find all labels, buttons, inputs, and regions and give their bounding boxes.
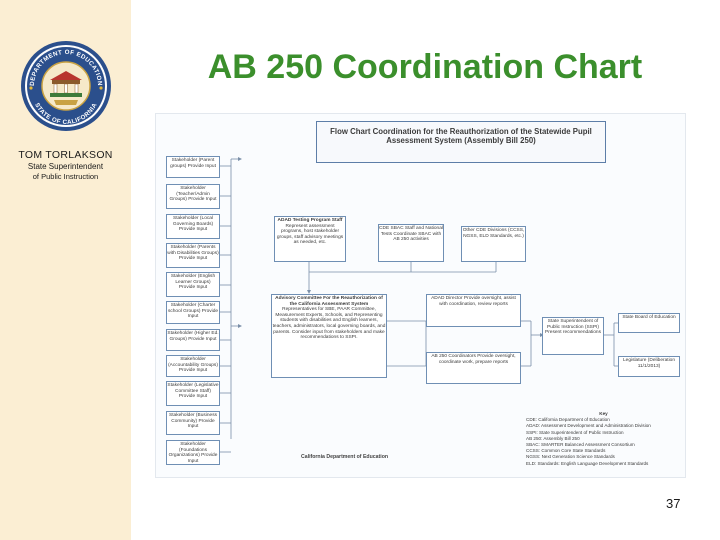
stakeholder-box: Stakeholder (Higher Ed. Groups) Provide … xyxy=(166,329,220,351)
stakeholder-box: Stakeholder (English Learner Groups) Pro… xyxy=(166,272,220,297)
sspi-box: State Superintendent of Public Instructi… xyxy=(542,317,604,355)
key-legend: Key CDE: California Department of Educat… xyxy=(526,411,681,473)
stakeholder-box: Stakeholder (Parent groups) Provide Inpu… xyxy=(166,156,220,178)
key-title: Key xyxy=(599,411,608,416)
superintendent-title: State Superintendent xyxy=(27,162,104,171)
stakeholder-box: Stakeholder (Charter school Groups) Prov… xyxy=(166,301,220,324)
connector-lines xyxy=(220,157,618,453)
cde-footer-label: California Department of Education xyxy=(301,454,389,460)
key-line: ELD: Standards: English Language Develop… xyxy=(526,460,649,466)
key-line: NGSS: Next Generation Science Standards xyxy=(526,454,615,460)
advisory-body: Representatives for SBE, PAAR Committee,… xyxy=(272,307,386,341)
advisory-title: Advisory Committee For the Reauthorizati… xyxy=(275,296,383,307)
stakeholder-box: Stakeholder (Accountability Groups) Prov… xyxy=(166,355,220,377)
department-seal-icon: DEPARTMENT OF EDUCATION STATE OF CALIFOR… xyxy=(21,41,111,131)
key-line: SSPI: State Superintendent of Public Ins… xyxy=(526,429,624,435)
stakeholder-box: Stakeholder (Business Community) Provide… xyxy=(166,411,220,435)
key-line: CCSS: Common Core State Standards xyxy=(526,448,606,454)
slide-title: AB 250 Coordination Chart xyxy=(207,48,643,86)
advisory-committee-box: Advisory Committee For the Reauthorizati… xyxy=(271,294,387,378)
key-line: ADAD: Assessment Development and Adminis… xyxy=(526,423,651,429)
key-line: SBAC: SMARTER Balanced Assessment Consor… xyxy=(526,442,635,448)
superintendent-dept: of Public Instruction xyxy=(32,172,99,181)
flowchart-header: Flow Chart Coordination for the Reauthor… xyxy=(316,121,606,163)
stakeholder-box: Stakeholder (Local Governing Boards) Pro… xyxy=(166,214,220,239)
stakeholder-box: Stakeholder (Parents with Disabilities G… xyxy=(166,243,220,268)
key-line: CDE: California Department of Education xyxy=(526,417,610,423)
ab250-coordinators-box: AB 250 Coordinators Provide oversight, c… xyxy=(426,352,521,384)
other-divisions-box: Other CDE Divisions (CCSS, NGSS, ELD Sta… xyxy=(461,226,526,262)
sbac-staff-box: CDE SBAC Staff and National Tests Coordi… xyxy=(378,224,444,262)
legislature-box: Legislature (Deliberation 11/1/2013) xyxy=(618,356,680,377)
adad-director-box: ADAD Director Provide oversight, assist … xyxy=(426,294,521,327)
stakeholder-box: Stakeholder (Teacher/Admin Groups) Provi… xyxy=(166,184,220,209)
state-board-box: State Board of Education xyxy=(618,313,680,333)
superintendent-name: TOM TORLAKSON xyxy=(18,149,113,161)
sidebar: DEPARTMENT OF EDUCATION STATE OF CALIFOR… xyxy=(0,0,131,540)
stakeholder-box: Stakeholder (Legislative Committee Staff… xyxy=(166,381,220,406)
adad-staff-title: ADAD Testing Program Staff xyxy=(277,218,343,223)
adad-staff-body: Represent assessment programs, host stak… xyxy=(276,223,344,246)
stakeholder-box: Stakeholder (Foundations Organizations) … xyxy=(166,440,220,465)
adad-staff-box: ADAD Testing Program Staff Represent ass… xyxy=(274,216,346,262)
key-line: AB 250: Assembly Bill 250 xyxy=(526,435,580,441)
flow-chart: Flow Chart Coordination for the Reauthor… xyxy=(155,113,686,478)
page-number: 37 xyxy=(666,496,681,511)
